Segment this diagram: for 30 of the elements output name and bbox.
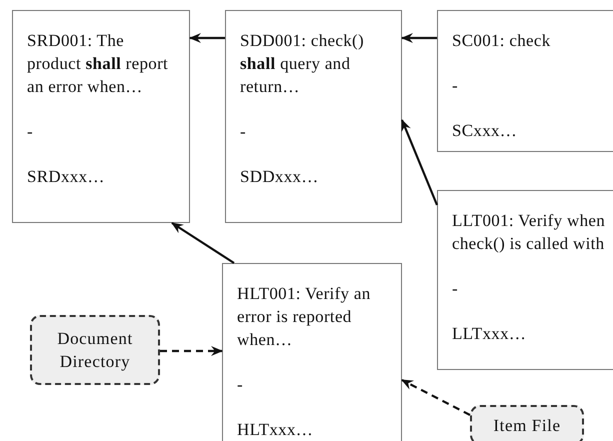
arrow xyxy=(171,222,235,264)
document-box xyxy=(222,263,402,441)
node-text: SDDxxx… xyxy=(240,166,320,188)
arrow xyxy=(400,119,438,206)
arrow xyxy=(189,33,225,43)
arrow xyxy=(160,346,223,356)
node-text: Document Directory xyxy=(56,328,134,373)
node-text: HLTxxx… xyxy=(237,419,314,441)
node-text: LLTxxx… xyxy=(452,323,528,345)
node-text: SC001: check xyxy=(452,30,552,52)
node-text: SRD001: The product shall report an error when… xyxy=(27,30,170,98)
arrow xyxy=(401,379,470,416)
node-text: - xyxy=(240,121,247,143)
node-text: - xyxy=(452,75,459,97)
node-text: - xyxy=(237,374,244,396)
document-box xyxy=(12,10,190,223)
arrow xyxy=(401,33,437,43)
dashed-tag-box xyxy=(470,405,584,441)
node-text: - xyxy=(452,278,459,300)
node-text: HLT001: Verify an error is reported when… xyxy=(237,283,372,351)
document-box xyxy=(225,10,402,223)
node-text: - xyxy=(27,121,34,143)
node-text: SCxxx… xyxy=(452,120,518,142)
document-box xyxy=(437,190,613,370)
node-text: SRDxxx… xyxy=(27,166,106,188)
document-box xyxy=(437,10,613,152)
node-text: SDD001: check() shall query and return… xyxy=(240,30,365,98)
node-text: Item File xyxy=(493,414,561,436)
node-text: LLT001: Verify when check() is called with xyxy=(452,210,606,255)
dashed-tag-box xyxy=(30,315,160,385)
